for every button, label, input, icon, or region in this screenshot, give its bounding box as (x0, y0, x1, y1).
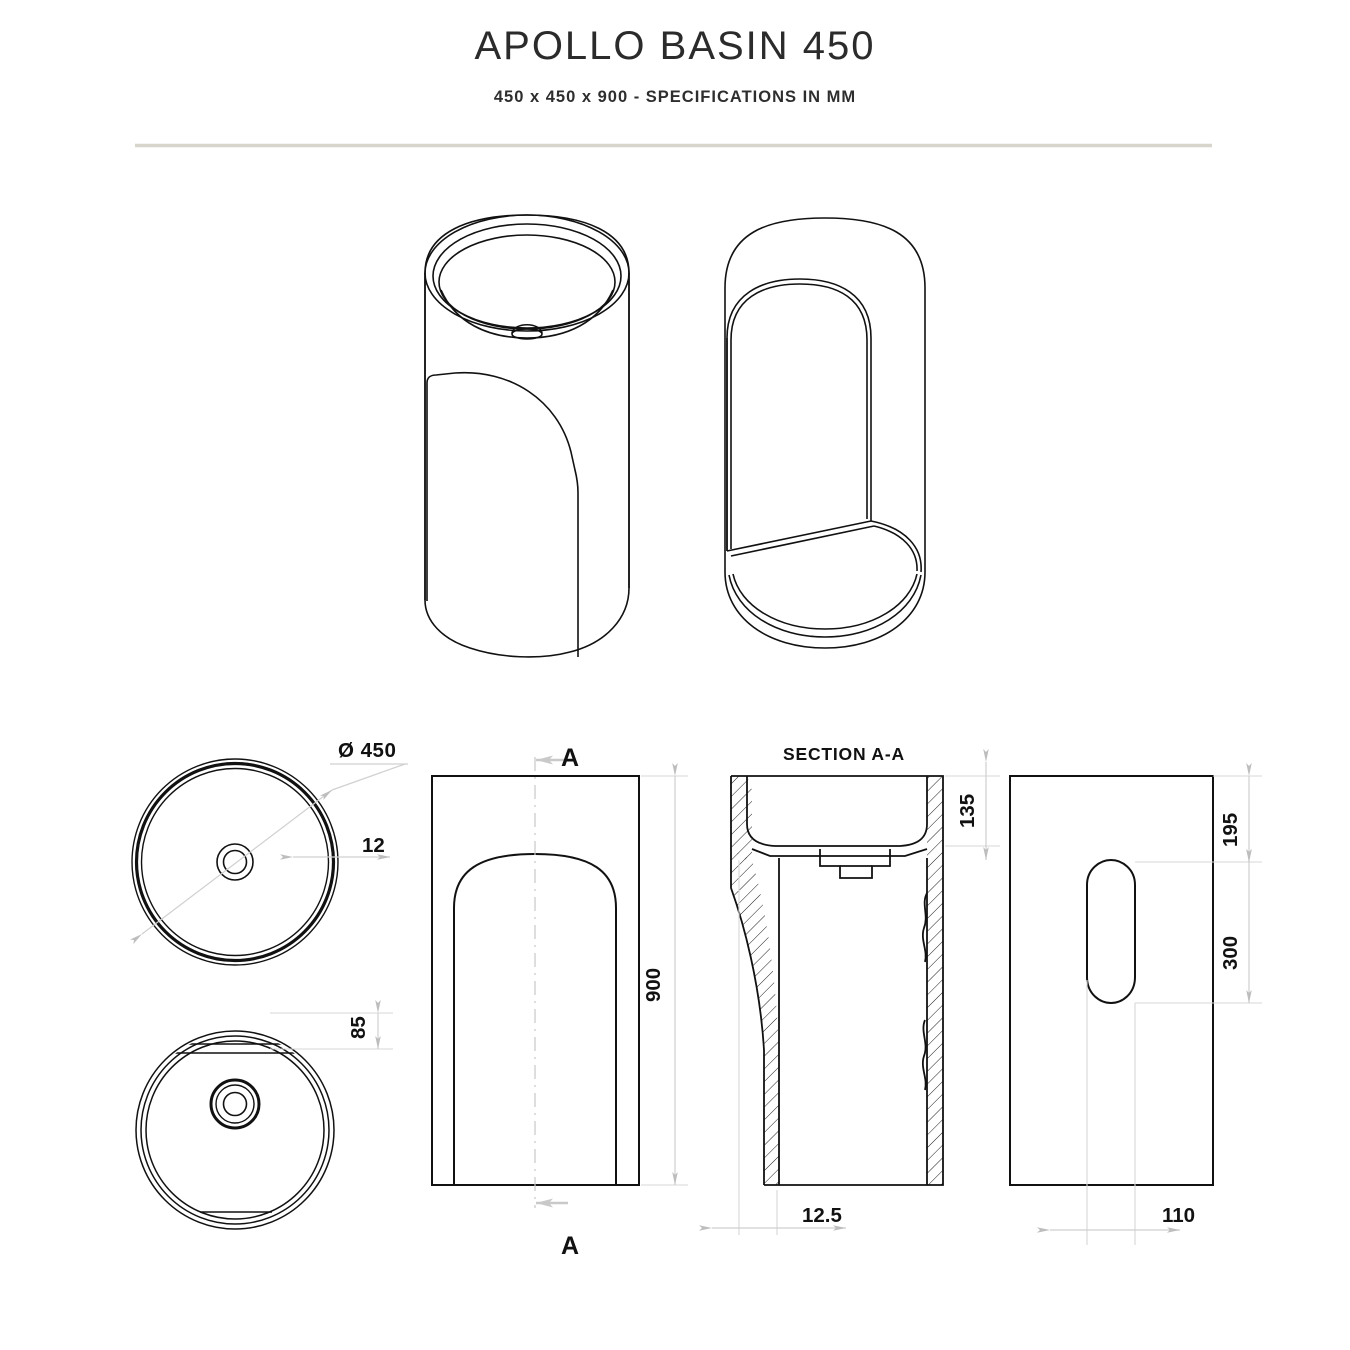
slot-height-dimension: 300 (1135, 849, 1262, 1004)
section-letter-top: A (561, 744, 579, 772)
iso-rear-view (724, 217, 926, 649)
section-mark-bottom: A (536, 1198, 579, 1260)
slot-top-dimension: 195 (1135, 763, 1262, 863)
section-letter-bottom: A (561, 1232, 579, 1260)
section-title: SECTION A-A (783, 744, 905, 764)
bowl-depth-label: 135 (956, 794, 979, 828)
section-wall-dimension: 12.5 (699, 860, 846, 1235)
slot-width-dimension: 110 (1037, 980, 1195, 1245)
height-label: 900 (642, 968, 665, 1002)
bowl-depth-dimension: 135 (945, 749, 1000, 860)
top-view (131, 758, 339, 966)
bottom-view (135, 1030, 335, 1230)
diameter-label: Ø 450 (338, 739, 396, 762)
section-mark-top: A (536, 744, 579, 772)
flat-offset-dimension: 85 (270, 1000, 393, 1050)
slot-top-label: 195 (1219, 813, 1242, 847)
slot-width-label: 110 (1162, 1204, 1195, 1227)
wall-thickness-label: 12 (362, 834, 385, 857)
rear-elevation-view (1009, 775, 1214, 1186)
height-dimension: 900 (641, 763, 688, 1186)
wall-thickness-dimension: 12 (280, 834, 390, 860)
page-title: APOLLO BASIN 450 (474, 24, 876, 68)
slot-height-label: 300 (1219, 936, 1242, 970)
page-subtitle: 450 x 450 x 900 - SPECIFICATIONS IN MM (493, 88, 857, 106)
section-view: 135 12.5 (699, 749, 1000, 1235)
section-wall-label: 12.5 (802, 1204, 842, 1227)
iso-front-view (424, 214, 630, 658)
diameter-dimension: Ø 450 (129, 739, 408, 945)
flat-offset-label: 85 (347, 1016, 370, 1039)
